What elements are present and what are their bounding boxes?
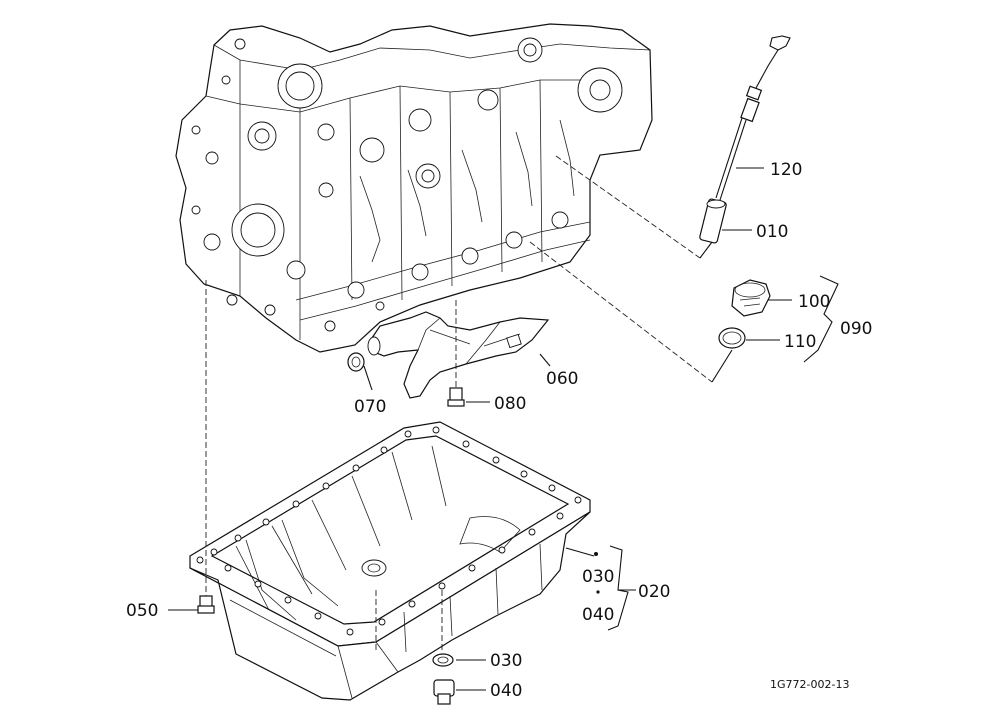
label-strainer-bolt: 080: [494, 394, 526, 414]
label-drain-washer: 030: [490, 651, 522, 671]
dipstick[interactable]: [715, 35, 791, 201]
label-drain-plug: 040: [490, 681, 522, 701]
label-dipstick: 120: [770, 160, 802, 180]
strainer-o-ring[interactable]: [347, 352, 365, 372]
dipstick-guide[interactable]: [699, 198, 727, 244]
label-filler-cap: 100: [798, 292, 830, 312]
label-oil-pan-assembly: 020: [638, 582, 670, 602]
drain-plug-washer[interactable]: [432, 653, 454, 667]
label-pan-bolt: 050: [126, 601, 158, 621]
oil-pan-bolt[interactable]: [197, 595, 215, 614]
label-pan-gasket-lower: 040: [582, 605, 614, 625]
oil-filler-cap[interactable]: [731, 279, 771, 317]
label-oil-strainer: 060: [546, 369, 578, 389]
label-o-ring: 110: [784, 332, 816, 352]
label-pan-gasket-upper: 030: [582, 567, 614, 587]
diagram-reference-code: 1G772-002-13: [770, 678, 849, 691]
label-cap-assembly: 090: [840, 319, 872, 339]
filler-o-ring[interactable]: [718, 327, 746, 349]
leader-lines: [168, 155, 839, 691]
label-dipstick-guide: 010: [756, 222, 788, 242]
callout-labels: 120 010 100 110 090 060 070 080 050 030 …: [126, 160, 872, 701]
drain-plug[interactable]: [433, 679, 455, 705]
label-strainer-o-ring: 070: [354, 397, 386, 417]
oil-pan[interactable]: [189, 421, 591, 701]
engine-block: [175, 23, 653, 353]
oil-strainer[interactable]: [367, 311, 550, 399]
strainer-bolt[interactable]: [447, 387, 465, 407]
